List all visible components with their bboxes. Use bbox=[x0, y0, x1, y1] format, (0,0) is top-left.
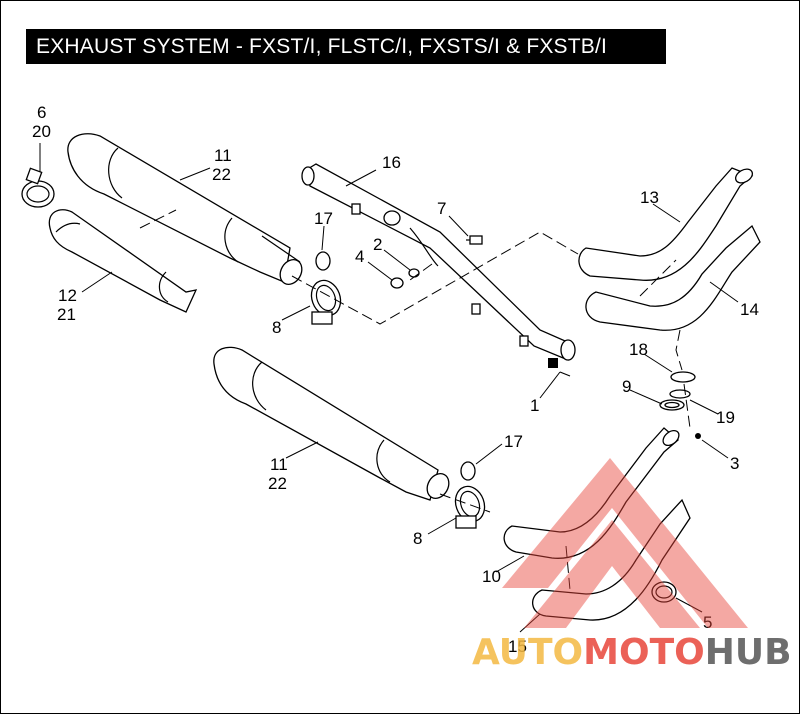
callouts: 6 20 11 22 16 17 7 2 4 13 12 21 8 14 18 … bbox=[32, 103, 759, 656]
callout-17: 17 bbox=[314, 209, 333, 228]
callout-22: 22 bbox=[212, 165, 231, 184]
alignment-lines bbox=[139, 209, 691, 591]
callout-8: 8 bbox=[272, 318, 281, 337]
callout-5: 5 bbox=[703, 613, 712, 632]
callout-1: 1 bbox=[530, 396, 539, 415]
callout-3: 3 bbox=[730, 454, 739, 473]
callout-16: 16 bbox=[382, 153, 401, 172]
rear-header-pipe bbox=[578, 167, 754, 281]
callout-11: 11 bbox=[270, 455, 288, 474]
callout-4: 4 bbox=[355, 247, 364, 266]
watermark-triangle-outer bbox=[502, 458, 748, 628]
muffler-heat-shield bbox=[48, 209, 198, 313]
washer-2 bbox=[408, 268, 420, 278]
bolt-1 bbox=[548, 358, 571, 377]
callout-12: 12 bbox=[58, 286, 77, 305]
automotohub-watermark: AUTOMOTOHUB bbox=[472, 458, 792, 673]
muffler-clamp-upper bbox=[310, 279, 342, 325]
callout-9: 9 bbox=[622, 377, 631, 396]
ring-18 bbox=[670, 371, 696, 383]
callout-8: 8 bbox=[413, 529, 422, 548]
callout-19: 19 bbox=[716, 408, 735, 427]
callout-7: 7 bbox=[437, 199, 446, 218]
upper-muffler bbox=[67, 133, 303, 285]
ring-19 bbox=[669, 389, 691, 399]
callout-17: 17 bbox=[504, 432, 523, 451]
watermark-text: AUTOMOTOHUB bbox=[472, 632, 792, 673]
lower-rear-header-pipe bbox=[503, 427, 680, 559]
callout-15: 15 bbox=[508, 637, 527, 656]
gasket-lower bbox=[460, 461, 476, 481]
mounting-bracket bbox=[301, 163, 576, 361]
hose-clamp-5 bbox=[651, 581, 677, 603]
gasket-upper bbox=[315, 251, 331, 271]
flange-9-inner bbox=[664, 401, 680, 409]
callout-11: 11 bbox=[214, 146, 232, 165]
watermark-moto: MOTO bbox=[583, 632, 705, 673]
muffler-clamp-lower bbox=[454, 485, 486, 529]
callout-2: 2 bbox=[373, 235, 382, 254]
bolt-7 bbox=[466, 235, 483, 245]
hose-clamp-upper bbox=[21, 167, 55, 208]
front-header-pipe bbox=[585, 224, 761, 331]
retaining-ring-3 bbox=[695, 433, 701, 439]
leader-lines bbox=[39, 143, 739, 633]
callout-18: 18 bbox=[629, 340, 648, 359]
lower-front-header-pipe bbox=[532, 498, 691, 621]
callout-10: 10 bbox=[482, 567, 501, 586]
watermark-triangle-inner bbox=[524, 520, 700, 628]
callout-21: 21 bbox=[57, 305, 76, 324]
watermark-hub: HUB bbox=[705, 632, 792, 673]
lower-muffler bbox=[213, 346, 450, 501]
callout-6: 6 bbox=[37, 103, 46, 122]
callout-22: 22 bbox=[268, 474, 287, 493]
title-bar: EXHAUST SYSTEM - FXST/I, FLSTC/I, FXSTS/… bbox=[26, 29, 666, 64]
callout-13: 13 bbox=[640, 188, 659, 207]
callout-20: 20 bbox=[32, 122, 51, 141]
diagram-title: EXHAUST SYSTEM - FXST/I, FLSTC/I, FXSTS/… bbox=[36, 35, 608, 58]
nut-4 bbox=[390, 277, 404, 289]
callout-14: 14 bbox=[740, 300, 759, 319]
watermark-auto: AUTO bbox=[472, 632, 583, 673]
